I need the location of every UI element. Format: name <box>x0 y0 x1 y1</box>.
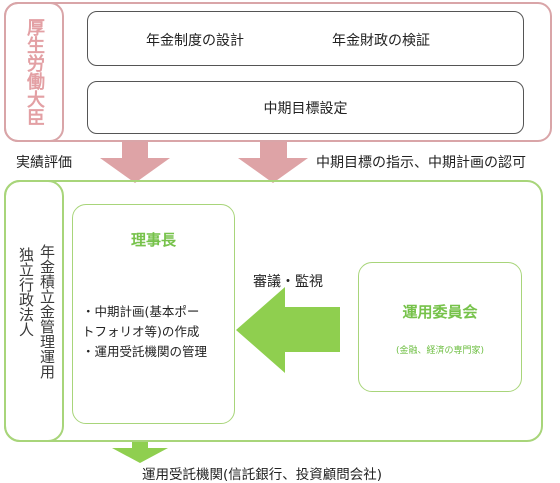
evaluation-arrow <box>100 142 170 183</box>
duty-line-1: ・中期計画(基本ポー <box>82 304 200 319</box>
oversight-arrow <box>236 287 340 373</box>
midterm-target-box: 中期目標設定 <box>87 81 524 134</box>
instruction-approval-label: 中期目標の指示、中期計画の認可 <box>316 155 526 171</box>
deliberation-oversight-label: 審議・監視 <box>253 274 323 290</box>
chairperson-box: 理事長 ・中期計画(基本ポー トフォリオ等)の作成 ・運用受託機関の管理 <box>72 204 235 424</box>
policy-box: 年金制度の設計 年金財政の検証 <box>87 11 524 66</box>
fund-label-line1: 年金積立金管理運用 <box>38 244 56 379</box>
fund-label-box: 年金積立金管理運用 独立行政法人 <box>4 180 64 442</box>
duty-line-3: ・運用受託機関の管理 <box>82 344 208 359</box>
pension-finance-verification: 年金財政の検証 <box>332 33 430 49</box>
chairperson-title: 理事長 <box>130 231 176 249</box>
asset-managers-label: 運用受託機関(信託銀行、投資顧問会社) <box>142 467 383 483</box>
pension-system-design: 年金制度の設計 <box>146 33 244 49</box>
delegation-arrow <box>112 441 168 463</box>
investment-committee-subtitle: (金融、経済の専門家) <box>395 346 485 356</box>
midterm-target-label: 中期目標設定 <box>263 100 348 117</box>
investment-committee-box: 運用委員会 (金融、経済の専門家) <box>358 262 522 392</box>
fund-label-line2: 独立行政法人 <box>17 247 35 337</box>
chairperson-duties: ・中期計画(基本ポー トフォリオ等)の作成 ・運用受託機関の管理 <box>82 302 232 362</box>
investment-committee-title: 運用委員会 <box>402 303 478 321</box>
mhlw-label: 厚生労働大臣 <box>24 18 45 126</box>
mhlw-label-box: 厚生労働大臣 <box>4 2 64 142</box>
performance-evaluation-label: 実績評価 <box>16 155 72 171</box>
duty-line-2: トフォリオ等)の作成 <box>82 324 200 339</box>
instruction-arrow <box>238 142 308 183</box>
